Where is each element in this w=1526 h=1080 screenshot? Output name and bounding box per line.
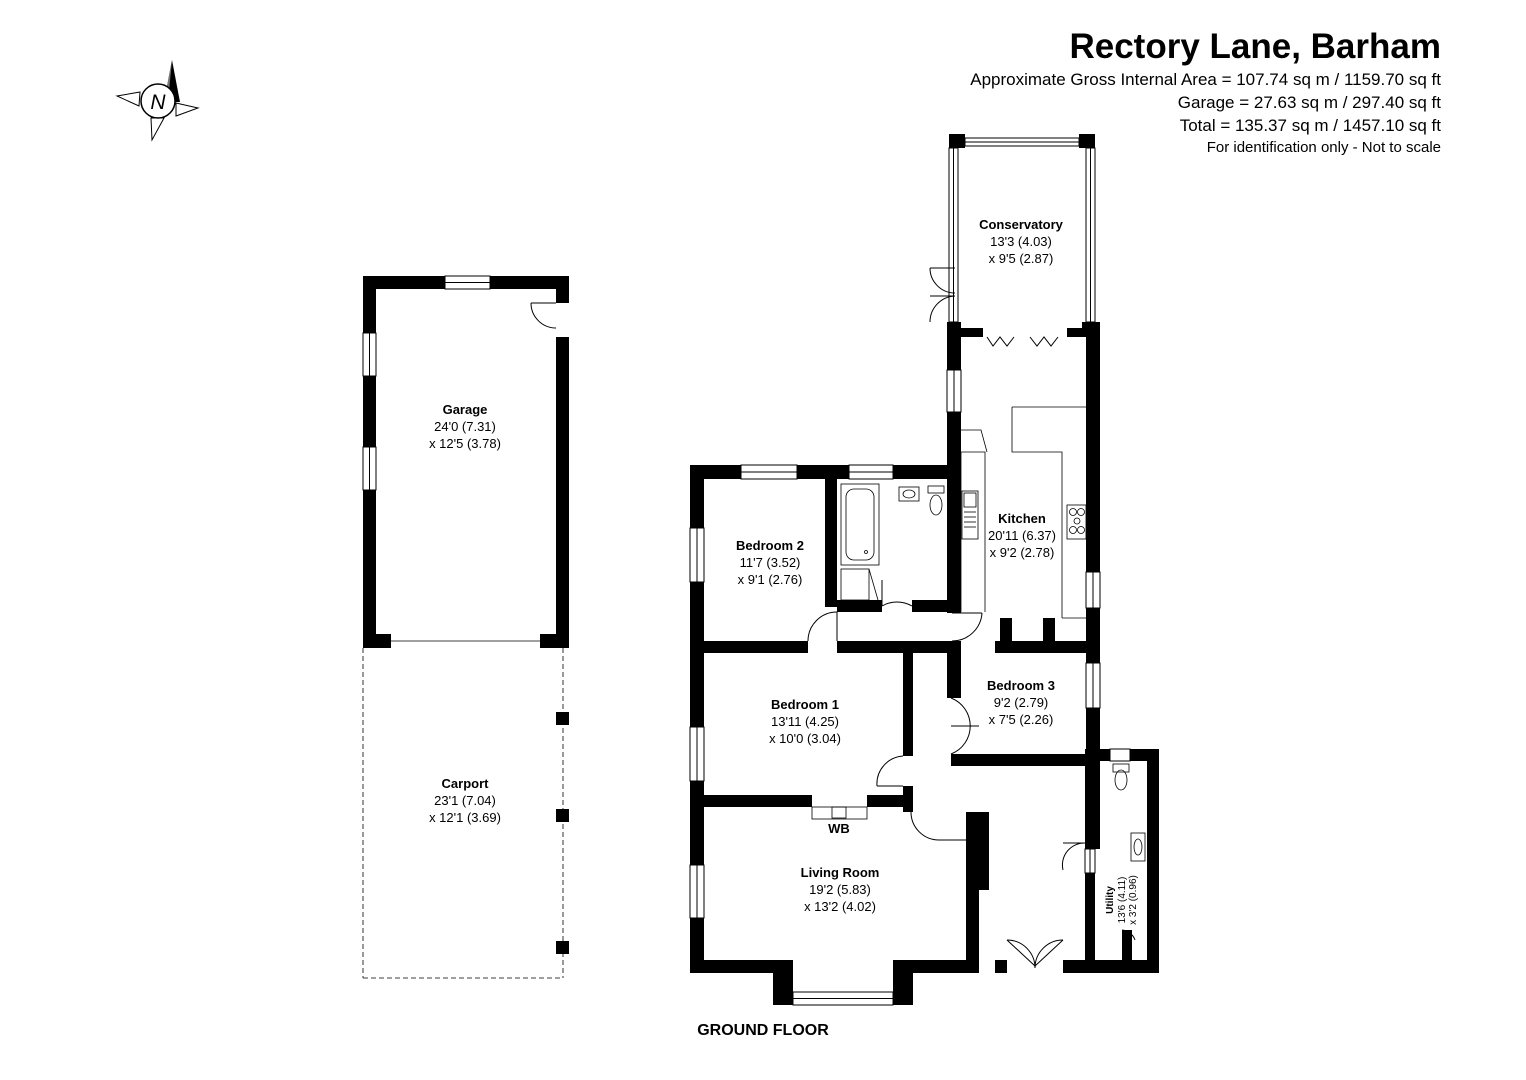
garage-walls <box>363 276 569 648</box>
hob-icon <box>1066 504 1087 540</box>
room-conservatory: Conservatory 13'3 (4.03) x 9'5 (2.87) <box>979 217 1064 266</box>
conservatory-dim1: 13'3 (4.03) <box>990 234 1052 249</box>
header: Rectory Lane, Barham Approximate Gross I… <box>970 26 1441 159</box>
bedroom1-name: Bedroom 1 <box>771 697 839 712</box>
floor-label: GROUND FLOOR <box>697 1022 829 1039</box>
room-utility: Utility 13'6 (4.11) x 3'2 (0.96) <box>1105 875 1139 925</box>
compass-icon: N <box>115 60 200 142</box>
garage-dim1: 24'0 (7.31) <box>434 419 496 434</box>
room-living-room: Living Room 19'2 (5.83) x 13'2 (4.02) <box>801 865 880 914</box>
garage-door <box>530 302 557 329</box>
bedroom2-name: Bedroom 2 <box>736 538 804 553</box>
door-swings <box>807 580 1136 969</box>
living-dim2: x 13'2 (4.02) <box>804 899 876 914</box>
utility-fixtures <box>1112 763 1146 862</box>
room-bedroom-3: Bedroom 3 9'2 (2.79) x 7'5 (2.26) <box>987 678 1055 727</box>
bath-icon <box>840 483 880 566</box>
kitchen-worktops <box>960 406 1086 619</box>
house-walls <box>690 322 1159 1005</box>
bedroom1-dim1: 13'11 (4.25) <box>771 714 839 729</box>
room-kitchen: Kitchen 20'11 (6.37) x 9'2 (2.78) <box>988 511 1056 560</box>
scale-disclaimer: For identification only - Not to scale <box>1206 139 1441 156</box>
compass-north-label: N <box>150 91 166 114</box>
bathroom-fixtures <box>840 485 945 601</box>
property-title: Rectory Lane, Barham <box>1069 27 1441 66</box>
carport-posts <box>556 712 569 954</box>
kitchen-sink-icon <box>961 490 979 540</box>
utility-name: Utility <box>1105 886 1116 914</box>
wood-burner-icon <box>811 806 868 820</box>
bedroom3-dim2: x 7'5 (2.26) <box>989 712 1054 727</box>
kitchen-name: Kitchen <box>998 511 1046 526</box>
house-windows <box>689 369 1131 1006</box>
garage-dim2: x 12'5 (3.78) <box>429 436 501 451</box>
garage-windows <box>362 275 491 491</box>
room-carport: Carport 23'1 (7.04) x 12'1 (3.69) <box>429 776 501 825</box>
gross-internal-area: Approximate Gross Internal Area = 107.74… <box>970 70 1441 89</box>
living-dim1: 19'2 (5.83) <box>809 882 871 897</box>
carport-dim2: x 12'1 (3.69) <box>429 810 501 825</box>
room-garage: Garage 24'0 (7.31) x 12'5 (3.78) <box>429 402 501 451</box>
bedroom2-dim2: x 9'1 (2.76) <box>738 572 803 587</box>
conservatory-name: Conservatory <box>979 217 1064 232</box>
room-bedroom-2: Bedroom 2 11'7 (3.52) x 9'1 (2.76) <box>736 538 804 587</box>
bedroom3-name: Bedroom 3 <box>987 678 1055 693</box>
utility-dim1: 13'6 (4.11) <box>1117 877 1128 924</box>
bedroom1-dim2: x 10'0 (3.04) <box>769 731 841 746</box>
conservatory-side-doors <box>929 267 956 323</box>
bifold-doors <box>986 336 1059 347</box>
kitchen-dim2: x 9'2 (2.78) <box>990 545 1055 560</box>
wood-burner-label: WB <box>828 821 850 836</box>
garage-area: Garage = 27.63 sq m / 297.40 sq ft <box>1177 93 1441 112</box>
room-bedroom-1: Bedroom 1 13'11 (4.25) x 10'0 (3.04) <box>769 697 841 746</box>
bedroom2-dim1: 11'7 (3.52) <box>740 555 801 570</box>
living-name: Living Room <box>801 865 880 880</box>
conservatory-dim2: x 9'5 (2.87) <box>989 251 1054 266</box>
carport-name: Carport <box>442 776 490 791</box>
bedroom3-dim1: 9'2 (2.79) <box>994 695 1049 710</box>
garage-name: Garage <box>443 402 488 417</box>
carport-dim1: 23'1 (7.04) <box>434 793 496 808</box>
total-area: Total = 135.37 sq m / 1457.10 sq ft <box>1179 116 1441 135</box>
utility-dim2: x 3'2 (0.96) <box>1128 875 1139 925</box>
kitchen-dim1: 20'11 (6.37) <box>988 528 1056 543</box>
